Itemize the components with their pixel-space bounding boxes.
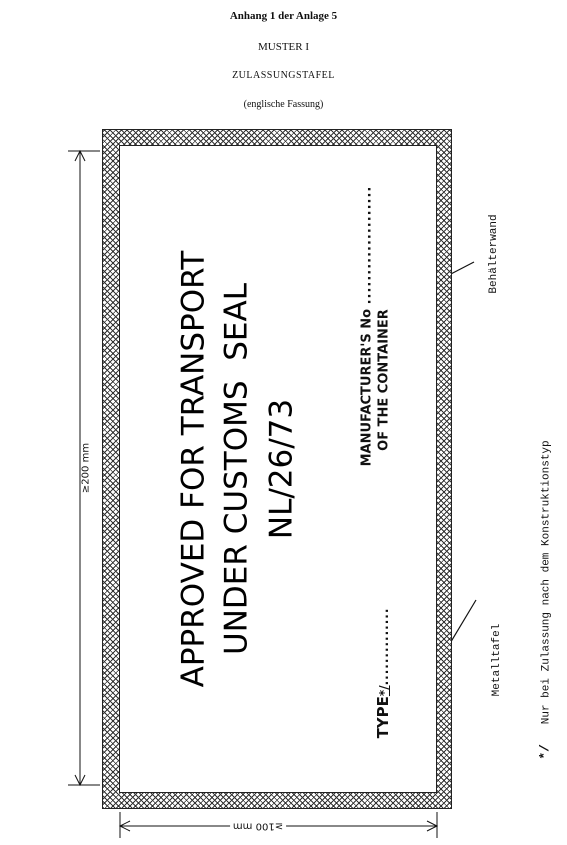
plate-line-1: APPROVED FOR TRANSPORT [175, 250, 212, 688]
plate-line-3: NL/26/73 [263, 398, 300, 540]
annex-title: Anhang 1 der Anlage 5 [229, 10, 338, 22]
version-note: (englische Fassung) [243, 99, 324, 110]
plate-line-2: UNDER CUSTOMS SEAL [218, 283, 255, 655]
type-field: TYPE*/.............. [374, 607, 392, 739]
metal-plate-label: Metalltafel [491, 623, 503, 697]
manufacturer-number-label: MANUFACTURER'S No .................... [359, 185, 375, 467]
height-dimension-label: ≥100 mm [229, 820, 287, 832]
container-wall-label: Behälterwand [488, 214, 500, 294]
width-dimension-label: ≥200 mm [80, 439, 92, 497]
metal-plate [119, 145, 437, 793]
footnote: */ Nur bei Zulassung nach dem Konstrukti… [537, 440, 553, 760]
manufacturer-container-label: OF THE CONTAINER [376, 309, 392, 451]
plate-title: ZULASSUNGSTAFEL [232, 70, 335, 81]
model-title: MUSTER I [257, 41, 310, 53]
footnote-mark: */ [537, 744, 553, 760]
